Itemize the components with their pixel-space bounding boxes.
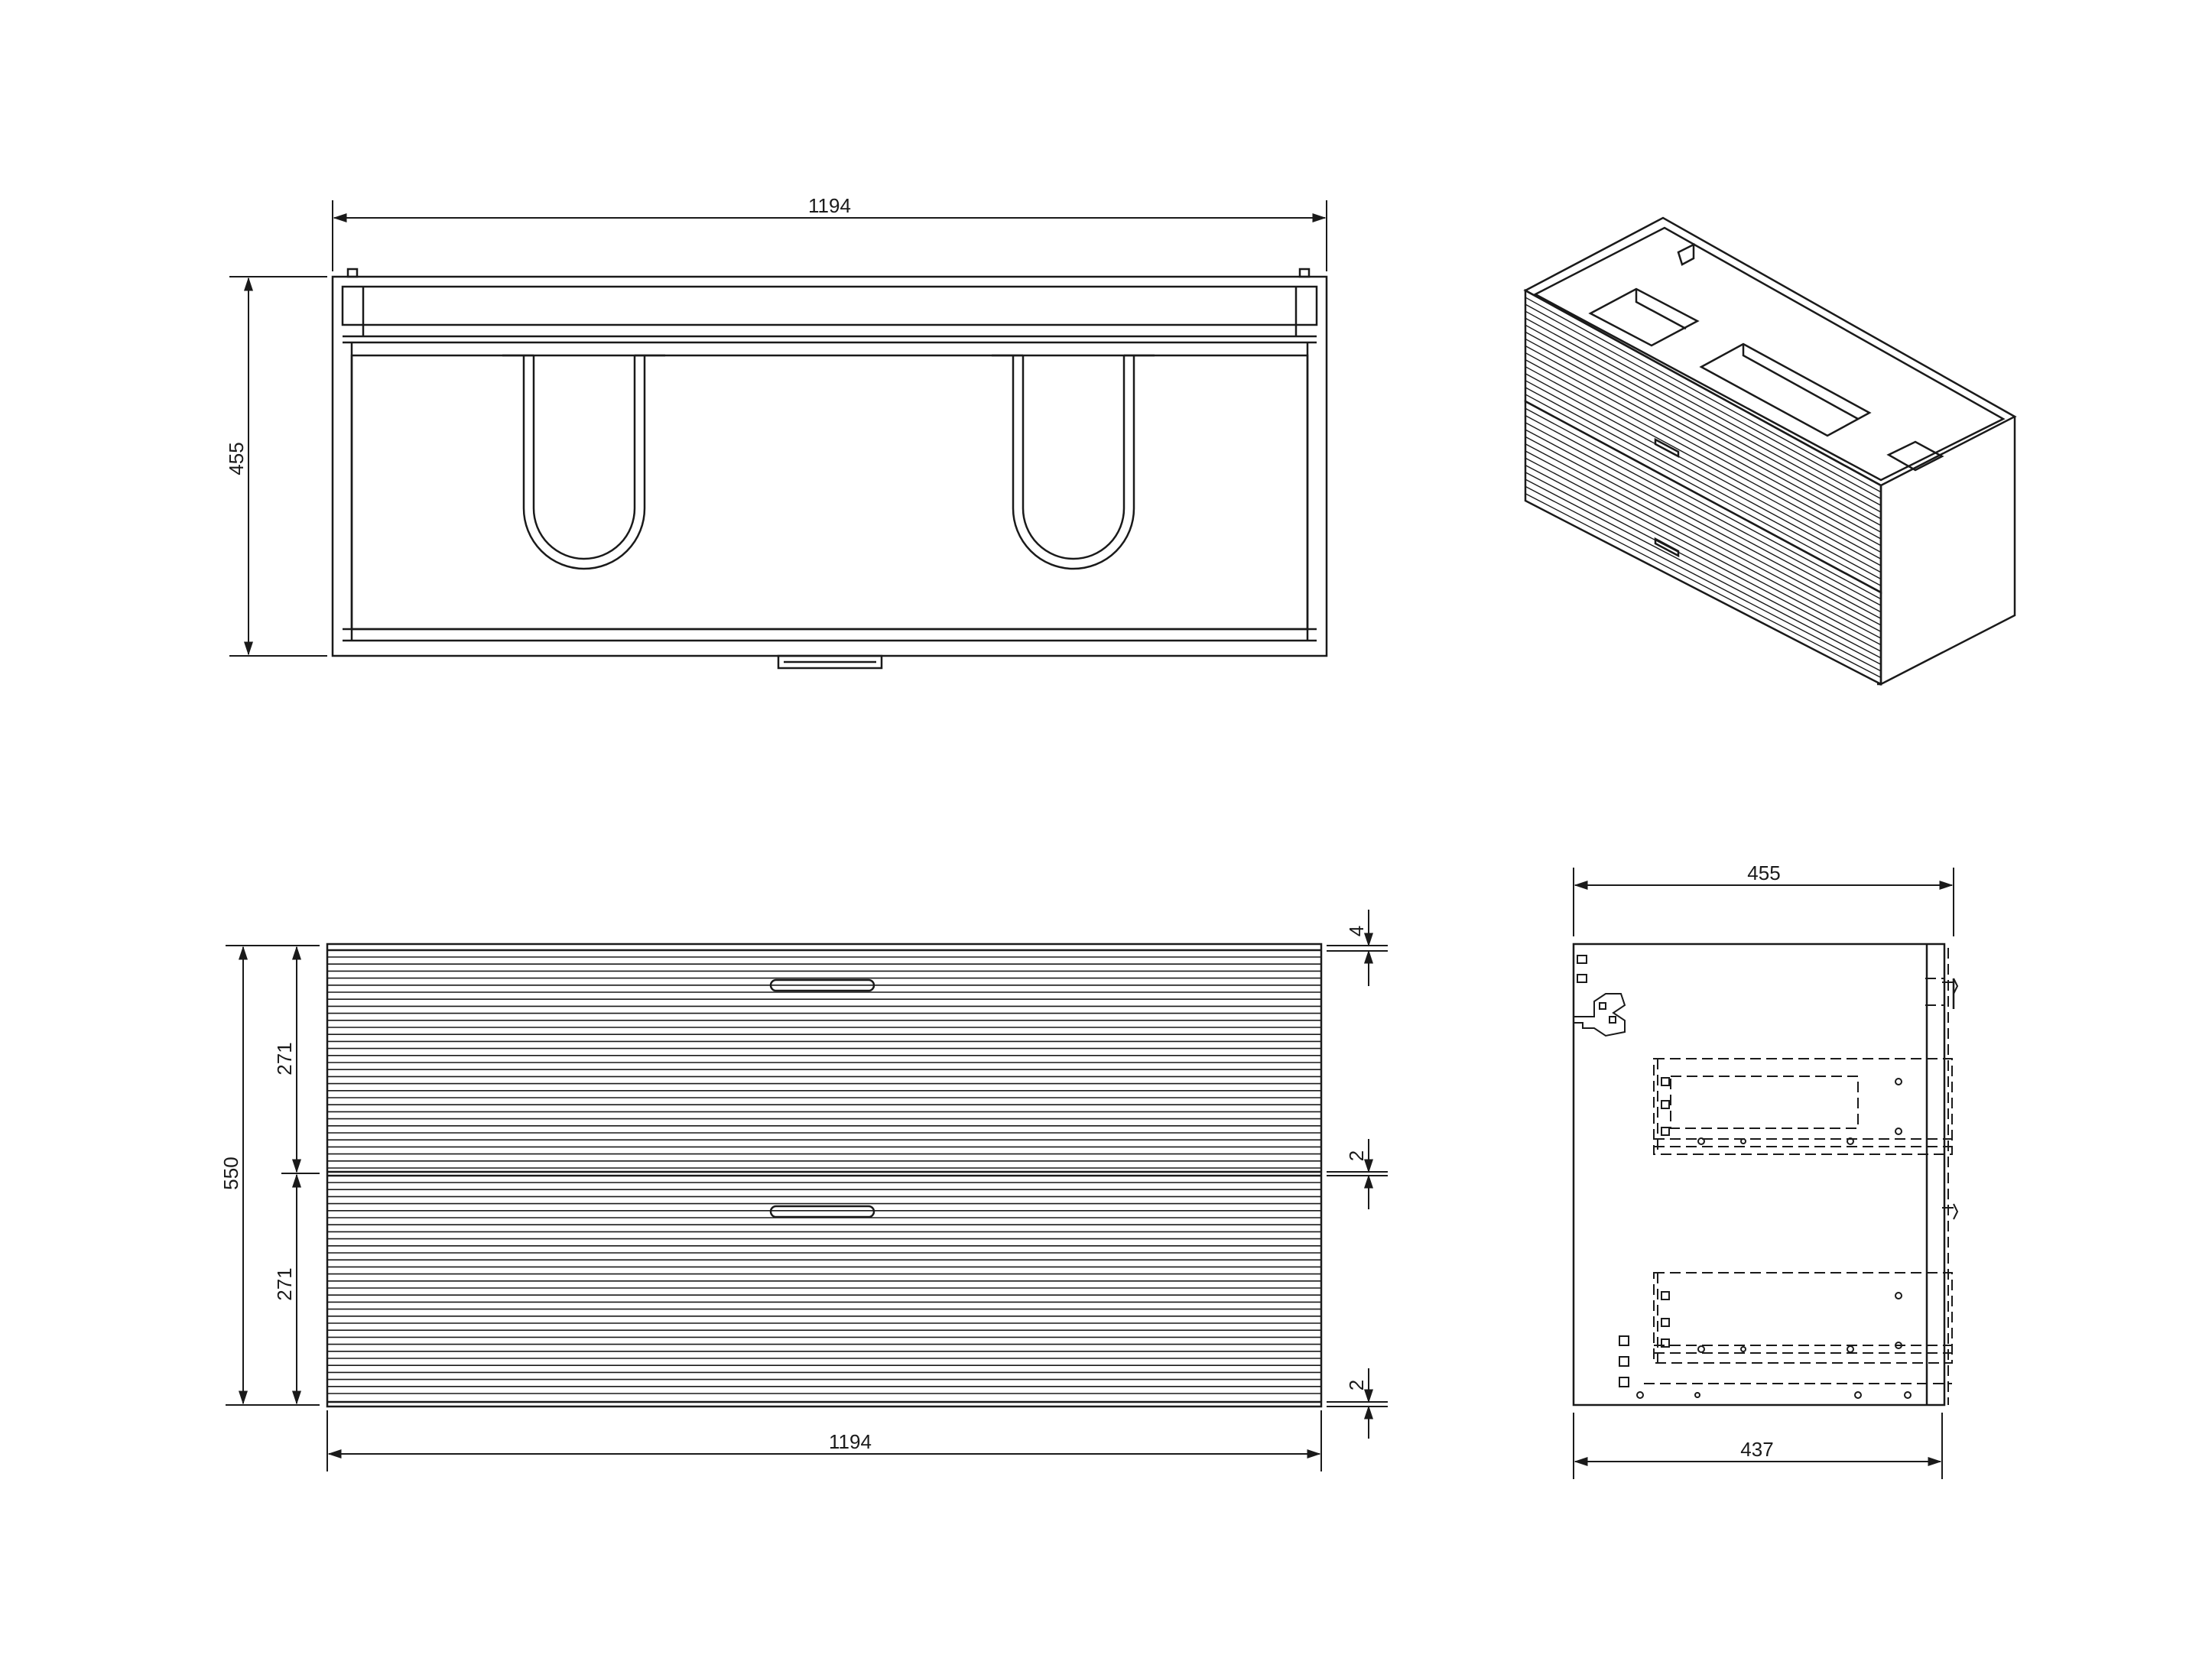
front-height-dimension: 550 (219, 945, 320, 1406)
groove-line (1525, 450, 1882, 639)
left-u-cutout (502, 354, 665, 570)
upper-drawer-label: 271 (273, 1042, 296, 1075)
lower-drawer-label: 271 (273, 1267, 296, 1300)
middle-gap-label: 2 (1345, 1150, 1368, 1161)
bottom-gap-dimension: 2 (1327, 1368, 1388, 1439)
lower-drawer-handle[interactable] (769, 1205, 875, 1218)
middle-gap-dimension: 2 (1327, 1139, 1388, 1209)
groove-line (1525, 317, 1882, 513)
side-inner-depth-dimension: 437 (1573, 1413, 1943, 1479)
top-width-dimension: 1194 (332, 194, 1327, 271)
groove-line (1525, 373, 1882, 566)
top-depth-label: 455 (225, 442, 248, 475)
groove-line (1525, 297, 1882, 493)
lower-drawer-dimension: 271 (273, 1173, 301, 1405)
top-gap-dimension: 4 (1327, 910, 1388, 986)
groove-line (1525, 472, 1882, 659)
groove-line (1525, 457, 1882, 646)
upper-drawer-dimension: 271 (273, 946, 320, 1174)
front-grooves (327, 956, 1321, 1394)
groove-line (1525, 485, 1882, 672)
upper-drawer-handle[interactable] (769, 978, 875, 992)
side-cabinet-outline (1572, 943, 1946, 1407)
iso-lower-drawer-front (1524, 399, 1882, 686)
isometric-grooves (1525, 297, 1882, 679)
groove-line (1525, 479, 1882, 665)
top-cabinet-outline (331, 268, 1328, 670)
isometric-view (1523, 216, 2017, 686)
front-height-label: 550 (219, 1157, 242, 1189)
groove-line (1525, 414, 1882, 606)
groove-line (1525, 443, 1882, 633)
front-width-label: 1194 (829, 1430, 872, 1453)
groove-line (1525, 352, 1882, 547)
groove-line (1525, 324, 1882, 520)
groove-line (1525, 380, 1882, 573)
groove-line (1525, 338, 1882, 533)
front-width-dimension: 1194 (326, 1410, 1322, 1471)
groove-line (1525, 310, 1882, 506)
groove-line (1525, 303, 1882, 500)
side-view: 455 437 (1572, 861, 1959, 1479)
groove-line (1525, 394, 1882, 586)
groove-line (1525, 429, 1882, 619)
right-u-cutout (992, 354, 1155, 570)
top-width-label: 1194 (808, 194, 851, 217)
side-hardware (1574, 955, 1959, 1399)
top-depth-dimension: 455 (225, 276, 327, 657)
side-depth-dimension: 455 (1573, 861, 1954, 936)
bottom-gap-label: 2 (1345, 1380, 1368, 1390)
groove-line (1525, 366, 1882, 560)
side-inner-depth-label: 437 (1740, 1438, 1773, 1461)
groove-line (1525, 407, 1882, 600)
groove-line (1525, 422, 1882, 613)
side-upper-drawer-hidden (1653, 1058, 1953, 1155)
groove-line (1525, 331, 1882, 527)
groove-line (1525, 359, 1882, 553)
groove-line (1525, 493, 1882, 679)
groove-line (1525, 387, 1882, 580)
groove-line (1525, 345, 1882, 540)
top-view: 1194 455 (225, 194, 1328, 670)
front-view: 550 271 271 1194 4 (219, 910, 1388, 1471)
side-depth-label: 455 (1747, 861, 1780, 884)
side-lower-drawer-hidden (1644, 948, 1953, 1405)
top-gap-label: 4 (1345, 926, 1368, 936)
groove-line (1525, 436, 1882, 626)
iso-upper-drawer-front (1524, 288, 1882, 595)
groove-line (1525, 464, 1882, 652)
